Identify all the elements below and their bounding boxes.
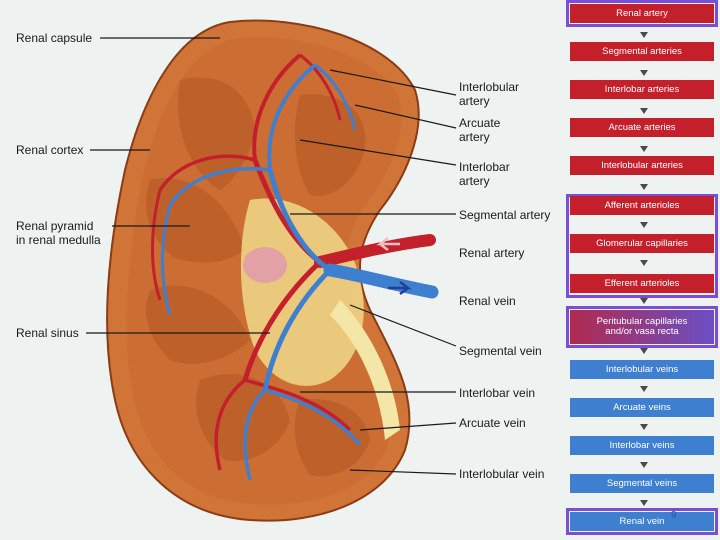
flow-step-renal-vein: Renal vein (566, 508, 718, 535)
flow-step-peritubular-capillaries: Peritubular capillaries and/or vasa rect… (566, 306, 718, 348)
flow-step-segmental-arteries: Segmental arteries (570, 42, 714, 61)
label-interlobar-vein: Interlobar vein (459, 386, 536, 400)
label-arcuate-artery: Arcuate artery (459, 116, 501, 144)
flow-step-efferent-arterioles: Efferent arterioles (570, 274, 714, 293)
ureter (330, 300, 400, 440)
label-interlobular-artery: Interlobular artery (459, 80, 520, 108)
flow-step-interlobular-arteries: Interlobular arteries (570, 156, 714, 175)
label-renal-artery: Renal artery (459, 246, 525, 260)
renal-pelvis (243, 247, 287, 283)
flow-step-renal-artery: Renal artery (566, 0, 718, 27)
leader-line (359, 422, 457, 431)
label-renal-sinus: Renal sinus (16, 326, 79, 340)
flow-step-arcuate-arteries: Arcuate arteries (570, 118, 714, 137)
vein-branch (262, 268, 332, 391)
renal-pyramid (294, 399, 370, 477)
page-number: 9 (671, 510, 677, 521)
artery-branch (244, 378, 352, 432)
artery-branch (299, 53, 342, 121)
leader-line (349, 304, 457, 347)
artery-flow-arrow (376, 237, 400, 251)
renal-vein-vessel (323, 263, 439, 299)
vein-flow-arrow (388, 281, 412, 295)
vein-branch (267, 63, 317, 171)
artery-branch (242, 260, 322, 381)
renal-pyramid (146, 178, 245, 263)
label-renal-cortex: Renal cortex (16, 143, 84, 157)
label-arcuate-vein: Arcuate vein (459, 416, 526, 430)
flow-step-afferent-arterioles: Afferent arterioles (570, 196, 714, 215)
label-renal-vein: Renal vein (459, 294, 516, 308)
flow-step-segmental-veins: Segmental veins (570, 474, 714, 493)
leader-line (329, 69, 457, 96)
label-segmental-vein: Segmental vein (459, 344, 542, 358)
leader-line (354, 104, 457, 129)
label-interlobular-vein: Interlobular vein (459, 467, 545, 481)
vein-branch (168, 167, 271, 206)
flow-step-interlobar-arteries: Interlobar arteries (570, 80, 714, 99)
leader-line (299, 139, 457, 166)
vein-branch (267, 169, 332, 273)
label-renal-pyramid: Renal pyramid in renal medulla (16, 219, 101, 247)
label-segmental-artery: Segmental artery (459, 208, 551, 222)
flow-step-arcuate-veins: Arcuate veins (570, 398, 714, 417)
leader-line (349, 469, 457, 475)
flow-step-glomerular-capillaries: Glomerular capillaries (570, 234, 714, 253)
label-renal-capsule: Renal capsule (16, 31, 93, 45)
vein-branch (264, 388, 362, 447)
flow-step-interlobar-veins: Interlobar veins (570, 436, 714, 455)
renal-artery-vessel (314, 234, 436, 268)
flow-step-interlobular-veins: Interlobular veins (570, 360, 714, 379)
label-interlobar-artery: Interlobar artery (459, 160, 510, 188)
renal-pyramid (196, 374, 290, 461)
renal-sinus (240, 198, 364, 386)
vein-branch (243, 388, 267, 481)
artery-branch (151, 189, 162, 301)
artery-branch (214, 378, 247, 471)
artery-branch (158, 154, 256, 191)
nephron-vessels-highlight (566, 194, 718, 298)
renal-pyramid (146, 285, 250, 364)
vein-branch (161, 204, 172, 316)
artery-branch (252, 53, 302, 161)
vein-branch (314, 63, 357, 131)
